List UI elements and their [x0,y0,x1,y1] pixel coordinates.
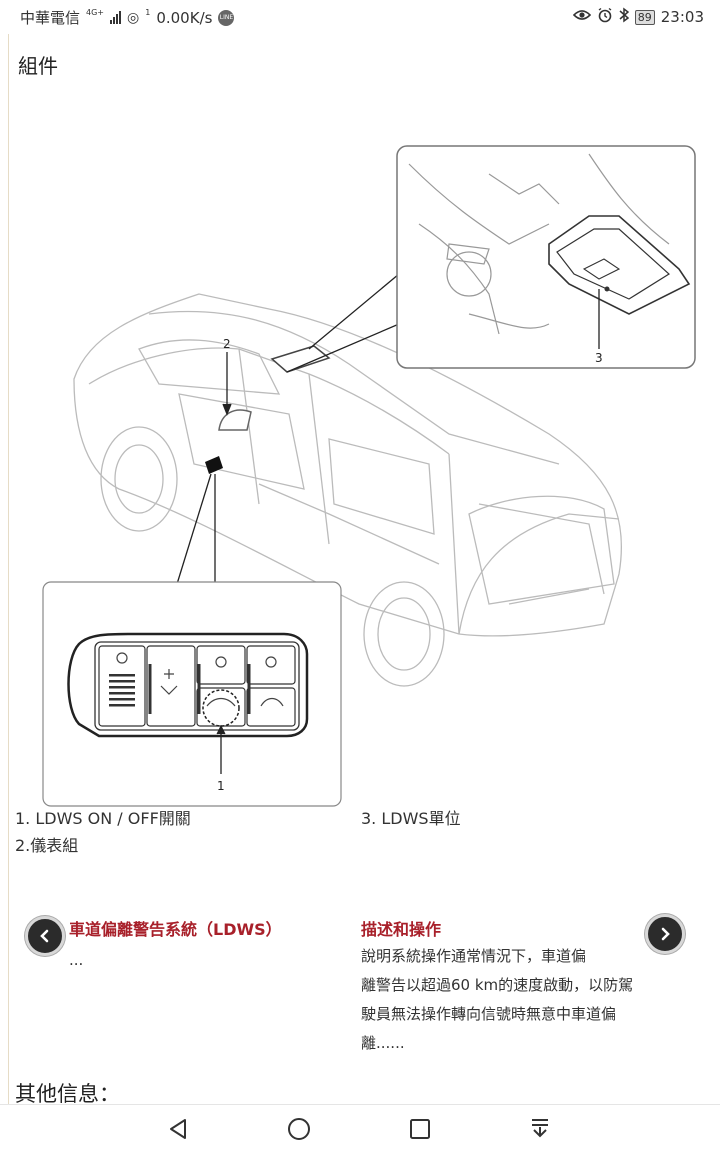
hotspot-count: 1 [145,7,151,17]
bluetooth-icon [619,7,629,27]
legend-item-2: 2.儀表組 [15,836,79,855]
home-circle-icon [288,1118,310,1140]
clock-time: 23:03 [660,8,704,26]
next-desc-line: 駛員無法操作轉向信號時無意中車道偏 [361,1005,617,1023]
back-triangle-icon [170,1119,186,1139]
figure-label-3: 3 [595,351,603,365]
car-illustration: 2 3 [42,145,696,807]
line-app-icon: LINE [218,9,235,26]
section-title: 組件 [18,54,58,78]
recents-button[interactable] [400,1113,440,1145]
next-topic-desc: 說明系統操作通常情況下，車道偏 離警告以超過60 km的速度啟動，以防駕 駛員無… [361,942,661,1058]
ldws-unit-inset: 3 [396,145,696,369]
prev-arrow-button[interactable] [25,916,65,956]
system-nav-bar [0,1104,720,1153]
next-topic-link[interactable]: 描述和操作 [361,920,442,939]
carrier-name: 中華電信 [20,9,81,27]
notification-pull-button[interactable] [520,1113,560,1145]
back-button[interactable] [158,1113,198,1145]
content-area: 組件 [8,34,720,1106]
prev-topic-link[interactable]: 車道偏離警告系統（LDWS） [69,920,282,939]
signal-icon [110,11,122,24]
prev-topic-desc: ... [69,951,84,969]
figure-label-1: 1 [217,779,225,793]
alarm-icon [597,7,613,27]
switch-panel-inset: 1 [42,581,342,807]
network-speed: 0.00K/s [156,8,213,27]
recents-square-icon [410,1119,430,1139]
network-type: 4G+ [86,7,105,17]
chevron-left-icon [40,929,49,943]
figure-label-2: 2 [223,337,231,351]
next-desc-line: 離...... [361,1034,405,1052]
chevron-right-icon [661,927,670,941]
status-bar: 中華電信 4G+ ◎ 1 0.00K/s LINE 89 23:03 [0,0,720,34]
component-diagram: 2 3 [29,134,699,814]
next-arrow-button[interactable] [645,914,685,954]
eye-icon [572,8,591,26]
pull-down-icon [532,1119,548,1138]
more-info-heading: 其他信息： [15,1082,120,1106]
legend-item-1: 1. LDWS ON / OFF開關 [15,809,191,828]
legend-item-3: 3. LDWS單位 [361,809,461,828]
next-desc-line: 離警告以超過60 km的速度啟動，以防駕 [361,976,634,994]
hotspot-icon: ◎ [127,9,140,26]
next-desc-line: 說明系統操作通常情況下，車道偏 [361,947,587,965]
home-button[interactable] [279,1113,319,1145]
battery-icon: 89 [634,9,655,25]
